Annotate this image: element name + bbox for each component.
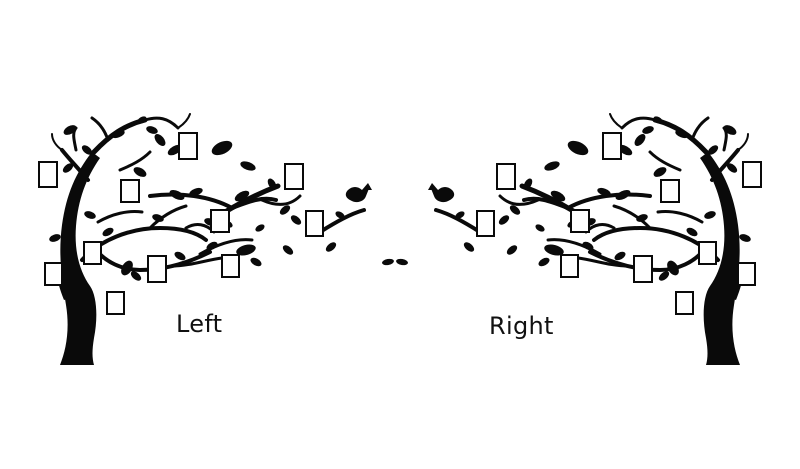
- photo-frame-icon: [476, 132, 762, 315]
- right-tree-decal: [428, 113, 762, 365]
- bird-icon: [428, 183, 455, 203]
- right-label: Right: [489, 312, 554, 340]
- center-leaves: [382, 258, 408, 266]
- photo-frame-icon: [38, 132, 324, 315]
- leaf-icon: [455, 116, 751, 281]
- leaf-icon: [49, 116, 345, 281]
- bird-icon: [345, 183, 372, 203]
- left-label: Left: [176, 310, 223, 338]
- left-tree-decal: [38, 113, 372, 365]
